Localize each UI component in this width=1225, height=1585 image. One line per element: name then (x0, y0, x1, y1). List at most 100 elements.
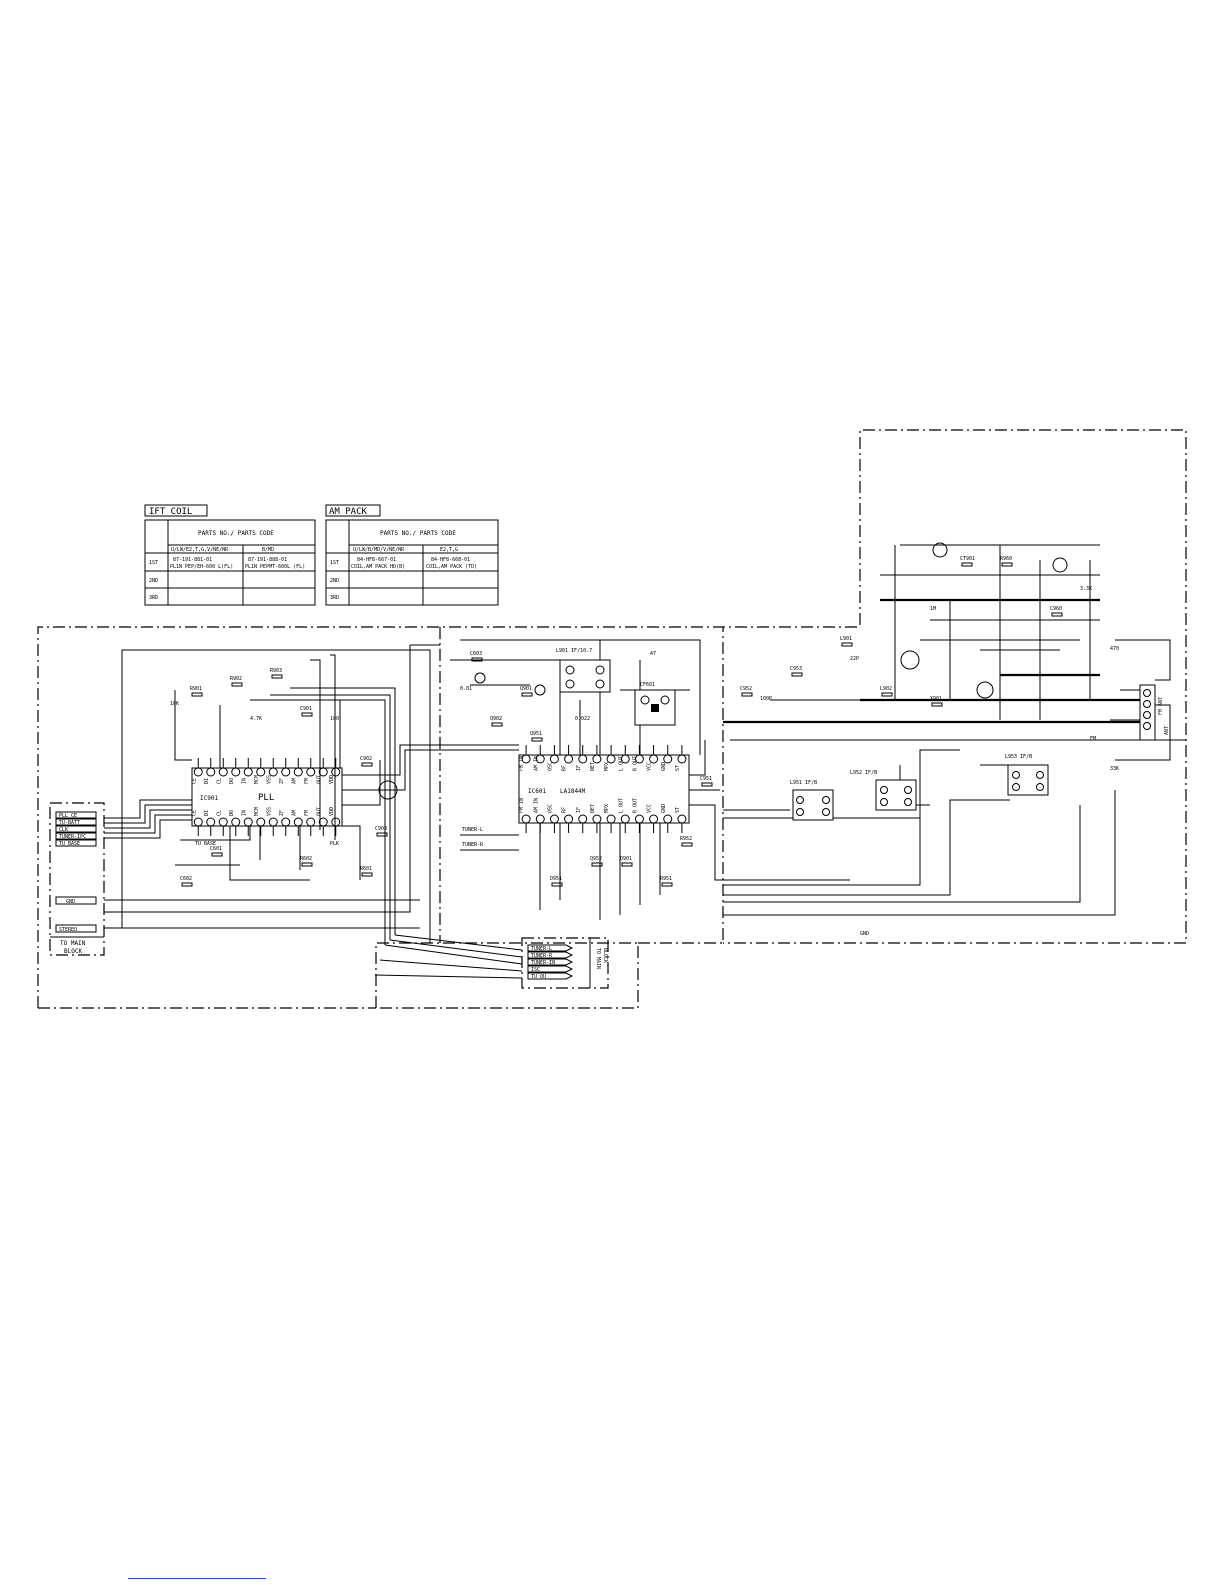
component-value: 1M (930, 606, 936, 612)
ic-pin-bottom-label: R OUT (632, 798, 638, 813)
component-ref: L902 (880, 686, 892, 692)
ift-col2: B/MD (262, 547, 274, 553)
left-pin-box (55, 832, 97, 840)
component-ref: Q951 (530, 731, 542, 737)
ic-pin-bottom-label: ST (675, 807, 681, 813)
left-connector-label-1: TO MAIN (60, 940, 86, 947)
q901-transistor (378, 780, 398, 800)
component-ref: C903 (375, 826, 387, 832)
ic-pin-bottom-label: L OUT (618, 798, 624, 813)
ic601-body (518, 754, 690, 824)
ift-row1-c2b: PL1N PEPMT-600L (FL) (245, 564, 305, 570)
q601-transistor (474, 672, 486, 684)
l952-label: L952 IF/B (850, 770, 877, 776)
left-pin-box (55, 839, 97, 847)
left-connector-label-2: BLOCK (64, 948, 82, 955)
am-table-frame (325, 519, 499, 606)
tu-base-label: TU BASE (195, 841, 216, 847)
ic-pin-top-label: CE (191, 778, 197, 784)
am-row3-stage: 3RD (330, 595, 339, 601)
ic-pin-top-label: R OUT (632, 756, 638, 771)
am-header: PARTS NO./ PARTS CODE (380, 530, 456, 537)
ift-coil-table: IFT COIL PARTS NO./ PARTS CODE U/LW/E2,T… (144, 504, 316, 606)
component-ref: R960 (1000, 556, 1012, 562)
component-ref: Q901 (520, 686, 532, 692)
q952-transistor (932, 542, 948, 558)
left-pin-box (55, 825, 97, 833)
ic-pin-bottom-label: IN (241, 810, 247, 816)
ic-pin-bottom-label: FM (304, 810, 310, 816)
left-pin-label: PLL CE (59, 813, 77, 819)
l953-coil (1007, 764, 1049, 796)
component-value: 4.7K (250, 716, 262, 722)
component-ref: C603 (470, 651, 482, 657)
component-ref: C951 (700, 776, 712, 782)
bottom-pin-box (527, 944, 574, 952)
left-connector-outline (49, 802, 105, 956)
am-row1-c1a: 84-HF8-667-01 (357, 557, 396, 563)
component-ref: C902 (360, 756, 372, 762)
component-ref: R602 (300, 856, 312, 862)
ic-pin-bottom-label: IF (576, 807, 582, 813)
component-ref: CT901 (960, 556, 975, 562)
ic-pin-bottom-label: FM IN (519, 798, 525, 813)
ic-pin-top-label: RF (562, 765, 568, 771)
component-ref: R901 (190, 686, 202, 692)
tuner-l-label: TUNER-L (462, 827, 483, 833)
left-pin-label: TU BASE (59, 841, 80, 847)
bottom-pin-box (527, 972, 574, 980)
filters: L901 IF/10.7 CF601 L951 IF/B L952 IF/B L… (556, 648, 1049, 821)
component-ref: R903 (270, 668, 282, 674)
bottom-pin-label: TU OU (531, 974, 546, 980)
ic-pin-bottom-label: CE (191, 810, 197, 816)
am-col1: U/LW/B/MD/V/NE/NR (353, 547, 405, 553)
ic-pin-bottom-label: AM IN (533, 798, 539, 813)
ic-pin-bottom-label: ZF (279, 810, 285, 816)
ic-pin-bottom-label: VCC (647, 804, 653, 813)
component-ref: Q952 (590, 856, 602, 862)
ic901-ref: IC901 (200, 795, 218, 802)
component-ref: C602 (180, 876, 192, 882)
q953-transistor (1052, 557, 1068, 573)
bottom-connector-outline (521, 937, 609, 989)
ic-pin-top-label: MPX (604, 762, 610, 771)
component-ref: C960 (1050, 606, 1062, 612)
ift-table-frame (144, 519, 316, 606)
ift-header: PARTS NO./ PARTS CODE (198, 530, 274, 537)
component-ref: C601 (210, 846, 222, 852)
l953-label: L953 IF/B (1005, 754, 1032, 760)
bottom-pin-label: TUNER-IN (531, 960, 555, 966)
am-row2-stage: 2ND (330, 578, 339, 584)
ift-title-box (144, 504, 208, 517)
plk-label: PLK (330, 841, 339, 847)
footer-rule (128, 1578, 266, 1579)
ic-pin-bottom-label: OSC (547, 804, 553, 813)
ic-pin-top-label: IF (576, 765, 582, 771)
component-ref: C901 (300, 706, 312, 712)
ic-pin-top-label: OUT (316, 775, 322, 784)
component-ref: C953 (790, 666, 802, 672)
am-title-box (325, 504, 381, 517)
component-value: 22P (850, 656, 859, 662)
antenna-label: FM ANT (1158, 697, 1164, 715)
component-ref: C952 (740, 686, 752, 692)
ift-row1-c1b: PL1N PEP/EH-600 L(FL) (170, 564, 233, 570)
ic-pin-bottom-label: DI (204, 810, 210, 816)
ic-pin-top-label: VSS (266, 775, 272, 784)
ift-row1-c2a: 87-191-888-01 (248, 557, 287, 563)
ic-pin-top-label: GND (661, 762, 667, 771)
component-ref: R902 (230, 676, 242, 682)
component-value: 33K (1110, 766, 1119, 772)
ic-pin-top-label: ST (675, 765, 681, 771)
q602-transistor (534, 684, 546, 696)
component-ref: R601 (360, 866, 372, 872)
ic-pin-top-label: AM (291, 778, 297, 784)
